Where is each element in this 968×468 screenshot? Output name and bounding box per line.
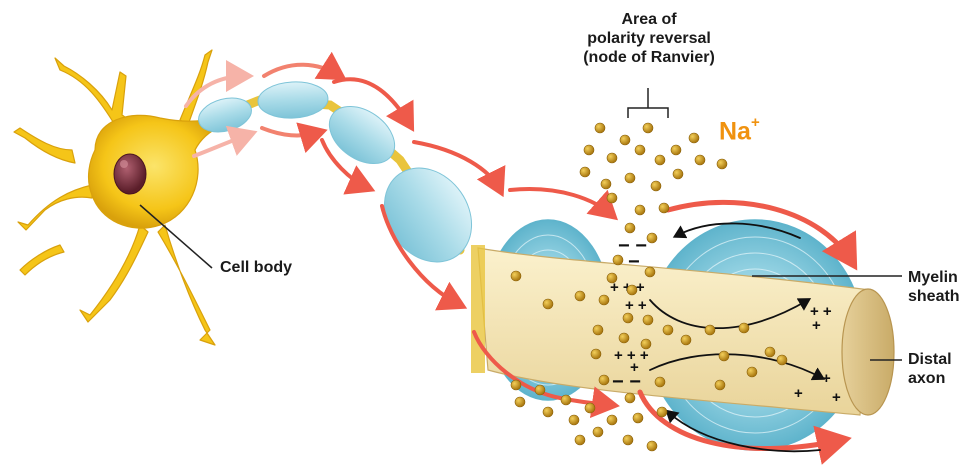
sodium-ion-dot bbox=[623, 313, 633, 323]
sodium-ion-dot bbox=[647, 441, 657, 451]
node-title-line3: (node of Ranvier) bbox=[558, 48, 740, 67]
sodium-ion-dot bbox=[607, 415, 617, 425]
sodium-ion-dot bbox=[607, 153, 617, 163]
sodium-ion-dot bbox=[601, 179, 611, 189]
sodium-ion-dot bbox=[651, 181, 661, 191]
sodium-ion-dot bbox=[535, 385, 545, 395]
sodium-ion-dot bbox=[689, 133, 699, 143]
distal-axon-cap bbox=[842, 289, 894, 415]
sodium-ion-dot bbox=[655, 377, 665, 387]
sodium-ion-dot bbox=[663, 325, 673, 335]
sodium-ion-dot bbox=[747, 367, 757, 377]
myelin-line1: Myelin bbox=[908, 268, 960, 287]
plus-charge: + bbox=[812, 317, 821, 334]
sodium-ion-dot bbox=[777, 355, 787, 365]
sodium-ion-dot bbox=[657, 407, 667, 417]
sodium-ion-dot bbox=[543, 407, 553, 417]
sodium-ion-dot bbox=[659, 203, 669, 213]
sodium-ion-dot bbox=[620, 135, 630, 145]
myelin-sheath-label: Myelin sheath bbox=[908, 268, 960, 306]
sodium-ion-dot bbox=[705, 325, 715, 335]
sodium-ion-dot bbox=[627, 285, 637, 295]
myelin-segment bbox=[257, 80, 329, 120]
sodium-ion-dot bbox=[584, 145, 594, 155]
sodium-ion-dot bbox=[580, 167, 590, 177]
sodium-ion-dot bbox=[625, 223, 635, 233]
sodium-ion-dot bbox=[635, 145, 645, 155]
node-of-ranvier-label: Area of polarity reversal (node of Ranvi… bbox=[558, 10, 740, 67]
sodium-ion-dot bbox=[625, 173, 635, 183]
sodium-ion-dot bbox=[671, 145, 681, 155]
sodium-ion-dot bbox=[633, 413, 643, 423]
distal-line2: axon bbox=[908, 369, 952, 388]
sodium-ion-dot bbox=[719, 351, 729, 361]
sodium-ion-dot bbox=[515, 397, 525, 407]
sodium-ion-dot bbox=[739, 323, 749, 333]
plus-charge: + bbox=[832, 389, 841, 406]
distal-line1: Distal bbox=[908, 350, 952, 369]
node-title-line1: Area of bbox=[558, 10, 740, 29]
sodium-ion-dot bbox=[599, 375, 609, 385]
ion-charge: + bbox=[751, 114, 760, 131]
sodium-ion-dot bbox=[681, 335, 691, 345]
sodium-ion-dot bbox=[607, 273, 617, 283]
sodium-ion-dot bbox=[543, 299, 553, 309]
sodium-ion-dot bbox=[561, 395, 571, 405]
sodium-ion-dot bbox=[511, 271, 521, 281]
sodium-ion-dot bbox=[569, 415, 579, 425]
sodium-ion-label: Na+ bbox=[719, 117, 760, 146]
sodium-ion-dot bbox=[575, 291, 585, 301]
distal-axon-label: Distal axon bbox=[908, 350, 952, 388]
ion-symbol: Na bbox=[719, 117, 751, 145]
minus-charge: − bbox=[628, 251, 640, 273]
neuron-cell-body bbox=[14, 50, 220, 345]
sodium-ion-dot bbox=[511, 380, 521, 390]
sodium-ion-dot bbox=[599, 295, 609, 305]
sodium-ion-dot bbox=[623, 435, 633, 445]
sodium-ion-dot bbox=[635, 205, 645, 215]
sodium-ion-dot bbox=[607, 193, 617, 203]
sodium-ion-dot bbox=[643, 123, 653, 133]
myelinated-axon-proximal bbox=[195, 80, 490, 279]
plus-charge: + bbox=[794, 385, 803, 402]
sodium-ion-dot bbox=[585, 403, 595, 413]
sodium-ion-dot bbox=[765, 347, 775, 357]
sodium-ion-dot bbox=[625, 393, 635, 403]
myelin-line2: sheath bbox=[908, 287, 960, 306]
sodium-ion-dot bbox=[715, 380, 725, 390]
sodium-ion-dot bbox=[647, 233, 657, 243]
nucleus bbox=[114, 154, 146, 194]
sodium-ion-dot bbox=[643, 315, 653, 325]
sodium-ion-dot bbox=[591, 349, 601, 359]
sodium-ion-dot bbox=[695, 155, 705, 165]
plus-charge: + bbox=[822, 370, 831, 387]
sodium-ion-dot bbox=[717, 159, 727, 169]
cell-body-label: Cell body bbox=[220, 258, 292, 277]
sodium-ion-dot bbox=[619, 333, 629, 343]
sodium-ion-dot bbox=[595, 123, 605, 133]
sodium-ion-dot bbox=[641, 339, 651, 349]
sodium-ion-dot bbox=[575, 435, 585, 445]
sodium-ion-dot bbox=[673, 169, 683, 179]
sodium-ion-dot bbox=[593, 325, 603, 335]
sodium-ion-dot bbox=[645, 267, 655, 277]
sodium-ion-dot bbox=[655, 155, 665, 165]
sodium-ion-dot bbox=[613, 255, 623, 265]
sodium-ion-dot bbox=[593, 427, 603, 437]
plus-charge: + bbox=[630, 359, 639, 376]
plus-charge: + + bbox=[625, 297, 647, 314]
node-bracket bbox=[628, 88, 668, 118]
node-title-line2: polarity reversal bbox=[558, 29, 740, 48]
